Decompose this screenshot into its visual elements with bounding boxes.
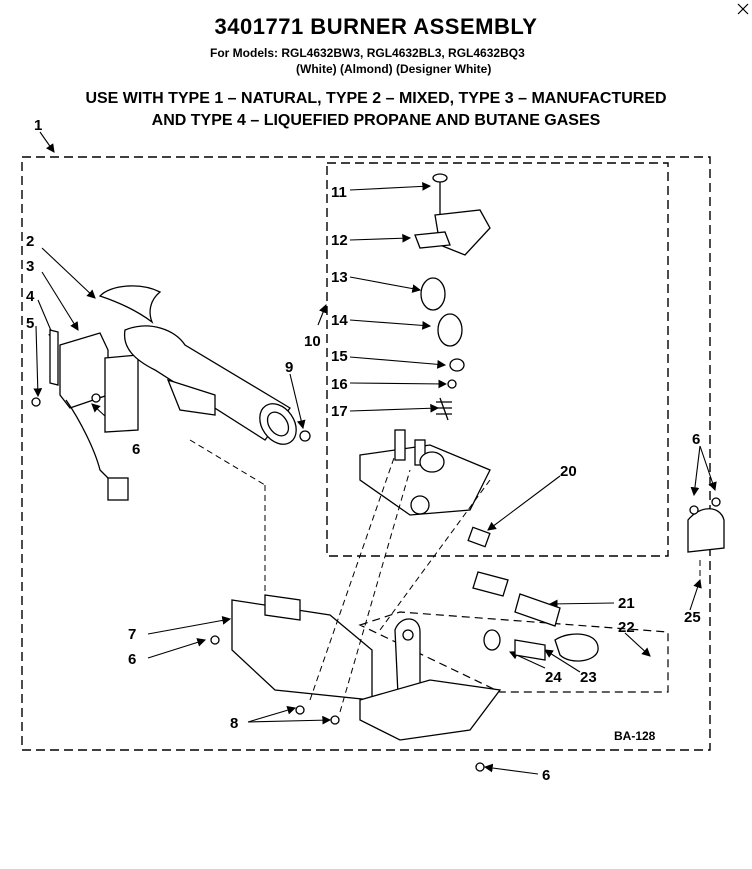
burner-tube bbox=[123, 325, 311, 445]
callout-6-left: 6 bbox=[132, 441, 140, 458]
alignment-lines bbox=[189, 439, 701, 713]
callout-14: 14 bbox=[331, 312, 348, 329]
gas-valve-stack bbox=[359, 173, 491, 548]
drawing-code: BA-128 bbox=[614, 729, 656, 743]
valve-assembly-boundary bbox=[326, 162, 669, 557]
corner-mark-icon bbox=[737, 3, 749, 15]
callout-8: 8 bbox=[230, 715, 238, 732]
callout-25: 25 bbox=[684, 609, 701, 626]
callout-9: 9 bbox=[285, 359, 293, 376]
callout-12: 12 bbox=[331, 232, 348, 249]
leader-lines bbox=[33, 131, 717, 775]
callout-23: 23 bbox=[580, 669, 597, 686]
callout-10: 10 bbox=[304, 333, 321, 350]
callout-24: 24 bbox=[545, 669, 562, 686]
callout-13: 13 bbox=[331, 269, 348, 286]
colors-line: (White) (Almond) (Designer White) bbox=[296, 62, 492, 76]
callout-4: 4 bbox=[26, 288, 35, 305]
callout-16: 16 bbox=[331, 376, 348, 393]
gas-pipes bbox=[472, 497, 725, 662]
callout-17: 17 bbox=[331, 403, 348, 420]
pipe-group-boundary bbox=[358, 611, 669, 693]
callout-11: 11 bbox=[331, 184, 347, 201]
callout-22: 22 bbox=[618, 619, 635, 636]
callout-5: 5 bbox=[26, 315, 34, 332]
callout-2: 2 bbox=[26, 233, 34, 250]
callout-20: 20 bbox=[560, 463, 577, 480]
callout-7: 7 bbox=[128, 626, 136, 643]
callout-21: 21 bbox=[618, 595, 635, 612]
gas-type-line-2: AND TYPE 4 – LIQUEFIED PROPANE AND BUTAN… bbox=[151, 112, 601, 129]
outer-assembly-boundary bbox=[21, 156, 711, 751]
callout-3: 3 bbox=[26, 258, 34, 275]
callout-6-bottom: 6 bbox=[542, 767, 550, 784]
diagram-title: 3401771 BURNER ASSEMBLY bbox=[214, 14, 538, 39]
callout-6-bracket: 6 bbox=[128, 651, 136, 668]
mounting-bracket bbox=[210, 594, 502, 772]
callout-6-right: 6 bbox=[692, 431, 700, 448]
callout-15: 15 bbox=[331, 348, 348, 365]
igniter-assembly bbox=[31, 285, 162, 501]
callout-1: 1 bbox=[34, 117, 42, 134]
gas-type-line-1: USE WITH TYPE 1 – NATURAL, TYPE 2 – MIXE… bbox=[85, 90, 667, 107]
models-line: For Models: RGL4632BW3, RGL4632BL3, RGL4… bbox=[210, 46, 525, 60]
